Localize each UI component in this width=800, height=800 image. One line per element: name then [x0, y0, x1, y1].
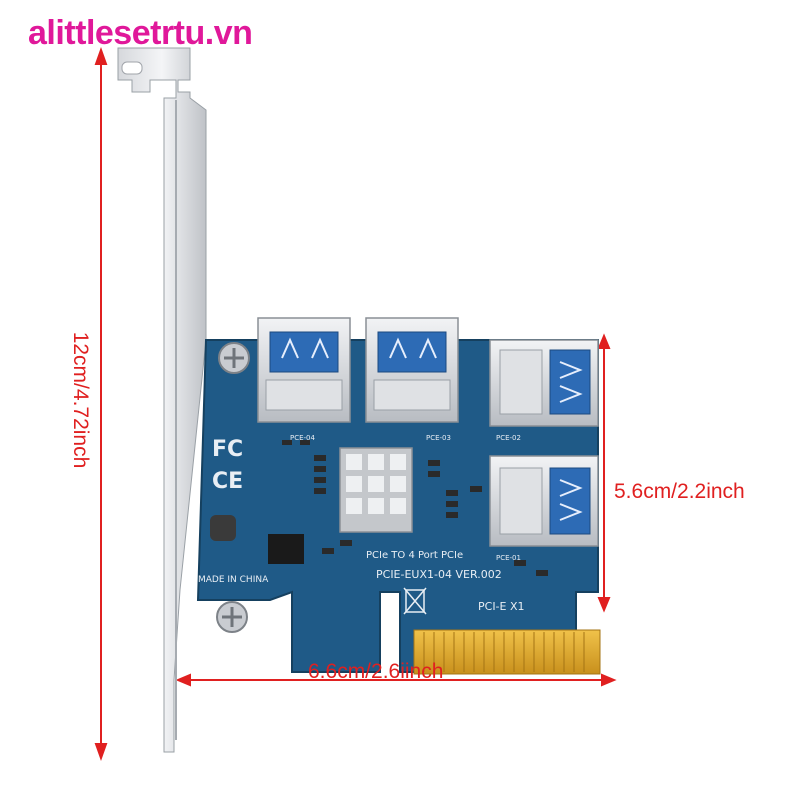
width-dimension-arrow	[175, 673, 617, 687]
usb-port-pce-01	[489, 455, 599, 547]
depth-dimension-label: 5.6cm/2.2inch	[614, 480, 745, 503]
ce-mark: CE	[212, 469, 243, 494]
height-dimension-arrow	[94, 47, 108, 761]
usb-port-pce-02	[489, 339, 599, 427]
width-dimension-label: 6.6cm/2.6iinch	[308, 660, 444, 683]
port-label-pce-01: PCE-01	[496, 554, 521, 562]
pcie-gold-connector	[413, 629, 601, 675]
board-title: PCIe TO 4 Port PCIe	[366, 550, 463, 561]
pci-bracket	[117, 47, 207, 753]
usb-port-pce-03	[365, 317, 459, 423]
usb-port-pce-04	[257, 317, 351, 423]
port-label-pce-03: PCE-03	[426, 434, 451, 442]
store-watermark: alittlesetrtu.vn	[28, 14, 253, 52]
depth-dimension-arrow	[597, 333, 611, 613]
port-label-pce-02: PCE-02	[496, 434, 521, 442]
made-in-label: MADE IN CHINA	[198, 575, 269, 585]
port-label-pce-04: PCE-04	[290, 434, 316, 442]
height-dimension-label: 12cm/4.72inch	[69, 331, 92, 469]
fc-mark: FC	[212, 437, 243, 462]
smd-components	[210, 440, 548, 576]
weee-bin-icon	[403, 587, 427, 615]
screw-top	[218, 342, 250, 374]
interface-label: PCI-E X1	[478, 600, 525, 613]
heatsink	[339, 447, 413, 533]
screw-bottom	[216, 601, 248, 633]
board-model: PCIE-EUX1-04 VER.002	[376, 568, 502, 581]
